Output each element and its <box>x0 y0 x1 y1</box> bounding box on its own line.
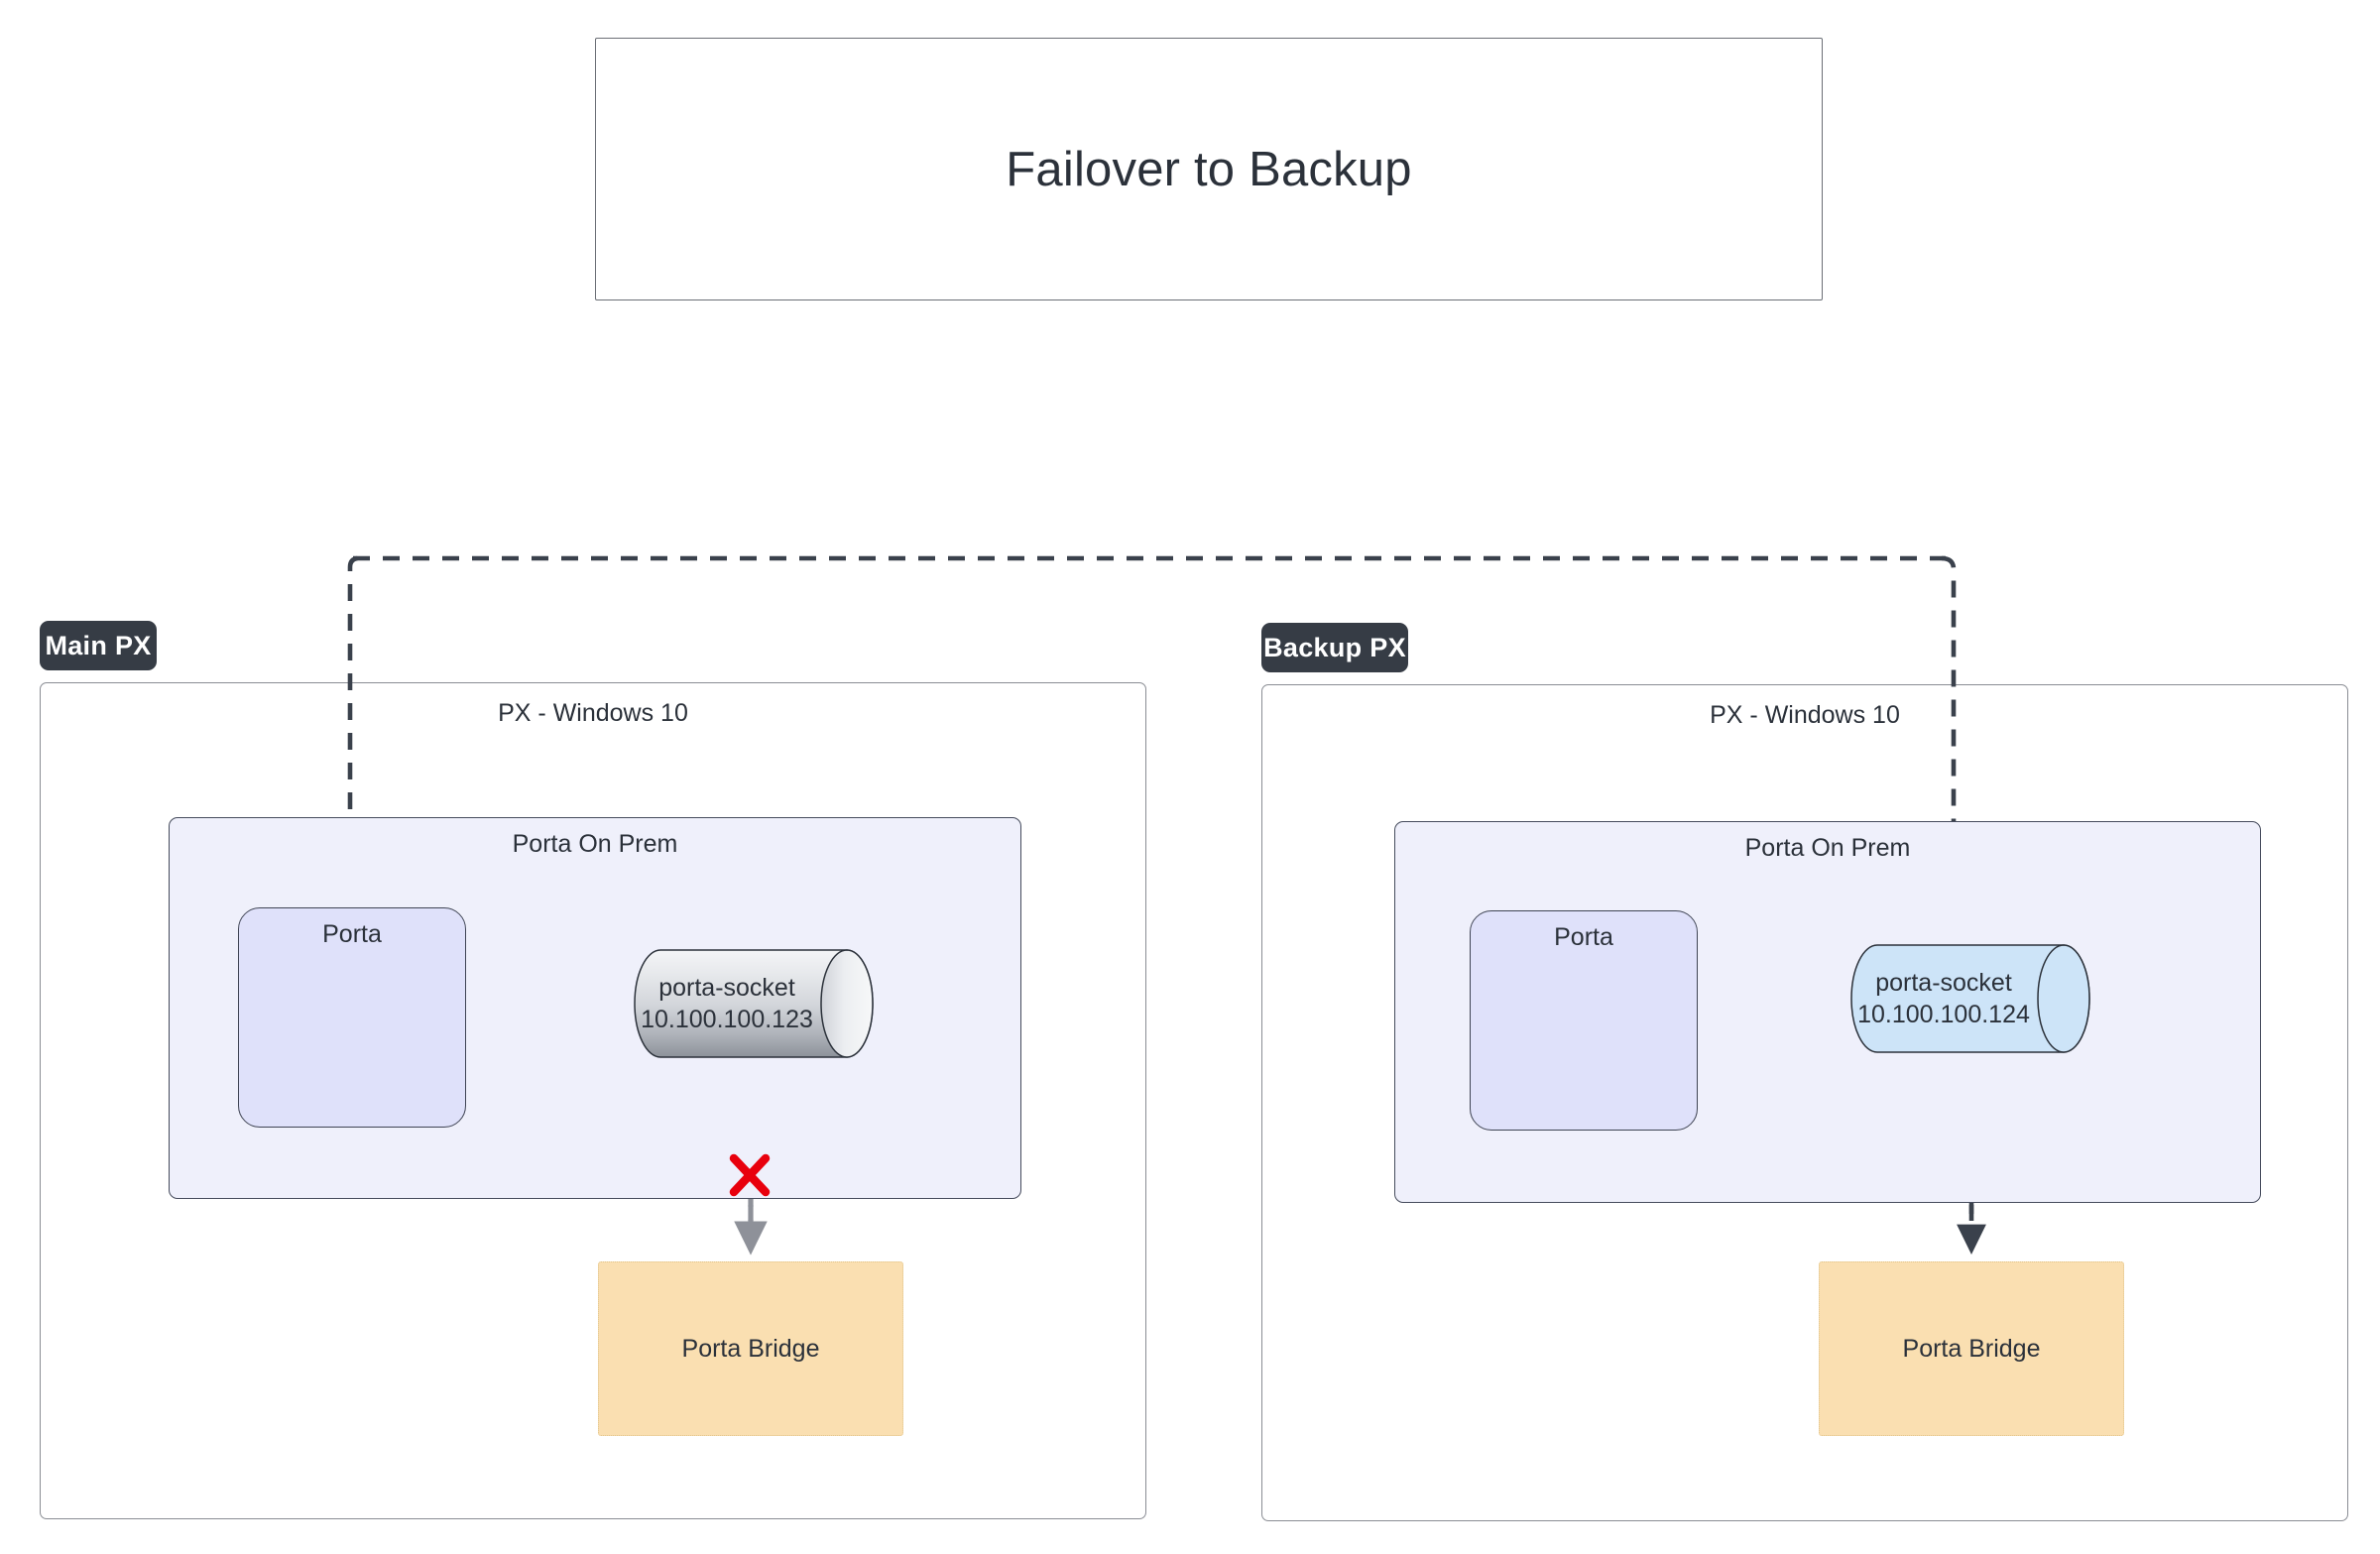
backup-px-os-label: PX - Windows 10 <box>1710 701 1900 729</box>
main-porta-bridge-label: Porta Bridge <box>681 1334 820 1363</box>
backup-porta-box: Porta <box>1470 910 1698 1131</box>
main-porta-on-prem-label: Porta On Prem <box>512 830 678 858</box>
main-px-badge: Main PX <box>40 621 157 670</box>
main-porta-label: Porta <box>322 920 382 948</box>
main-cylinder-shape <box>634 949 874 1058</box>
main-porta-bridge-box: Porta Bridge <box>598 1261 903 1436</box>
backup-porta-on-prem-label: Porta On Prem <box>1744 834 1911 862</box>
backup-porta-bridge-box: Porta Bridge <box>1819 1261 2124 1436</box>
backup-px-badge-label: Backup PX <box>1263 632 1406 662</box>
backup-porta-bridge-label: Porta Bridge <box>1902 1334 2041 1363</box>
main-px-os-label: PX - Windows 10 <box>498 699 688 727</box>
backup-px-badge: Backup PX <box>1261 623 1408 672</box>
page-title: Failover to Backup <box>1006 142 1412 196</box>
backup-cylinder-shape <box>1850 944 2090 1053</box>
backup-porta-socket-cylinder: porta-socket 10.100.100.124 <box>1850 944 2090 1053</box>
main-porta-box: Porta <box>238 907 466 1128</box>
main-px-badge-label: Main PX <box>45 630 152 660</box>
title-card: Failover to Backup <box>595 38 1823 300</box>
backup-porta-label: Porta <box>1554 923 1613 951</box>
main-porta-socket-cylinder: porta-socket 10.100.100.123 <box>634 949 874 1058</box>
